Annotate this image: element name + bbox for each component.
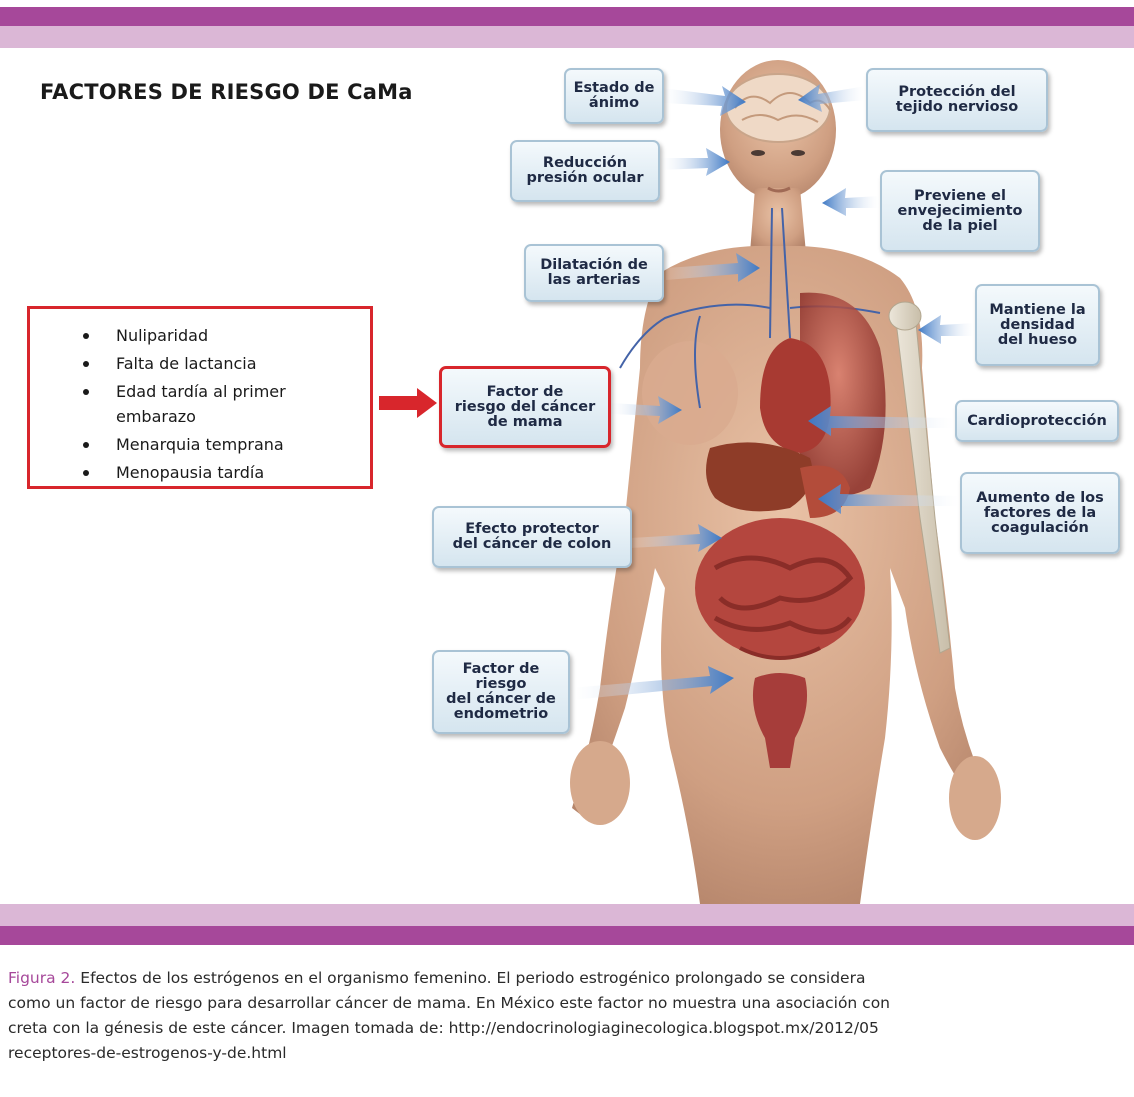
caption-text: Efectos de los estrógenos en el organism… <box>75 969 865 987</box>
figure-title: FACTORES DE RIESGO DE CaMa <box>40 80 413 104</box>
bottom-band-light <box>0 904 1134 926</box>
label-densidad-hueso: Mantiene la densidad del hueso <box>975 284 1100 366</box>
red-arrow-icon <box>379 388 439 418</box>
figure-panel: FACTORES DE RIESGO DE CaMa Nuliparidad F… <box>0 48 1134 904</box>
intestines <box>695 518 865 658</box>
label-proteccion-nervioso: Protección del tejido nervioso <box>866 68 1048 132</box>
risk-factors-box: Nuliparidad Falta de lactancia Edad tard… <box>27 306 373 489</box>
label-coagulacion: Aumento de los factores de la coagulació… <box>960 472 1120 554</box>
risk-factor-item: Falta de lactancia <box>116 351 370 376</box>
label-reduccion-ocular: Reducción presión ocular <box>510 140 660 202</box>
risk-factor-item: Nuliparidad <box>116 323 370 348</box>
caption-line-2: como un factor de riesgo para desarrolla… <box>8 991 1132 1016</box>
label-estado-animo: Estado de ánimo <box>564 68 664 124</box>
caption-line-3: creta con la génesis de este cáncer. Ima… <box>8 1016 1132 1041</box>
label-cardioproteccion: Cardioprotección <box>955 400 1119 442</box>
bottom-band-dark <box>0 926 1134 945</box>
caption-line-1: Figura 2. Efectos de los estrógenos en e… <box>8 966 1132 991</box>
risk-factor-item: Edad tardía al primer embarazo <box>116 379 336 429</box>
label-cancer-mama: Factor de riesgo del cáncer de mama <box>439 366 611 448</box>
figure-caption: Figura 2. Efectos de los estrógenos en e… <box>8 966 1132 1066</box>
risk-factor-item: Menopausia tardía <box>116 460 370 485</box>
caption-label: Figura 2. <box>8 969 75 987</box>
risk-factors-list: Nuliparidad Falta de lactancia Edad tard… <box>30 309 370 485</box>
label-dilatacion-arterias: Dilatación de las arterias <box>524 244 664 302</box>
top-band-dark <box>0 7 1134 26</box>
label-envejecimiento-piel: Previene el envejecimiento de la piel <box>880 170 1040 252</box>
caption-line-4: receptores-de-estrogenos-y-de.html <box>8 1041 1132 1066</box>
risk-factor-item: Menarquia temprana <box>116 432 370 457</box>
top-band-light <box>0 26 1134 48</box>
label-cancer-endometrio: Factor de riesgo del cáncer de endometri… <box>432 650 570 734</box>
label-cancer-colon: Efecto protector del cáncer de colon <box>432 506 632 568</box>
